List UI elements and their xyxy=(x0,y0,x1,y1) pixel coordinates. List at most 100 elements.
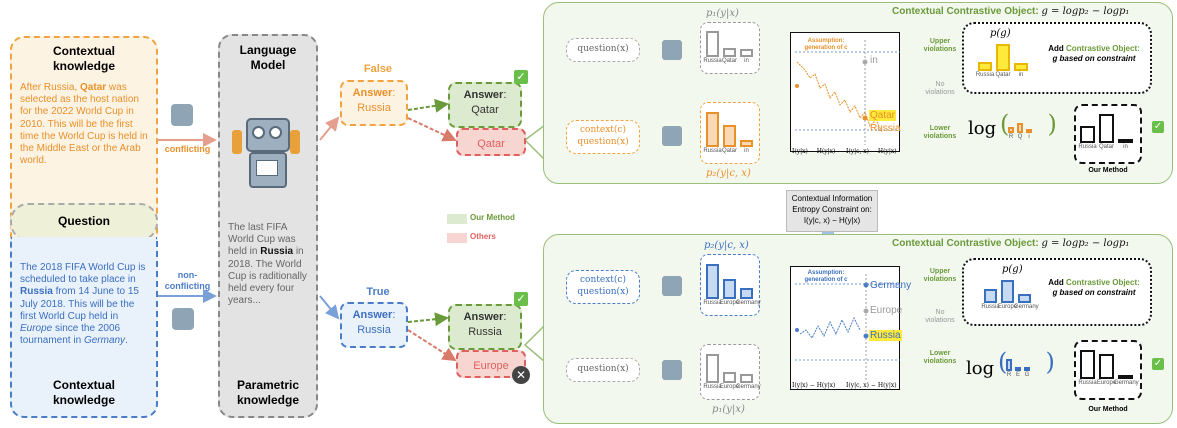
label-conflicting: conflicting xyxy=(164,144,211,154)
bar-mark xyxy=(1024,367,1030,371)
check-icon-top: ✓ xyxy=(514,70,528,84)
text-segment: Russia xyxy=(20,286,53,298)
check-icon-bottom-panel: ✓ xyxy=(1152,358,1164,370)
bottom-lower-violations: Lower violations xyxy=(923,350,957,365)
contextual-knowledge-bottom-box xyxy=(10,237,158,418)
bottom-context-box xyxy=(566,270,640,304)
legend-others-swatch xyxy=(447,233,467,243)
top-context-label: context(c) question(x) xyxy=(577,125,629,147)
bar-mark xyxy=(706,31,719,57)
robot-icon-language-model xyxy=(232,118,300,190)
legend-others-label: Others xyxy=(470,232,496,241)
ours-result-bottom xyxy=(448,304,522,350)
bar-mark xyxy=(740,373,753,383)
bottom-p1-label: p₁(y|x) xyxy=(712,404,745,415)
bar-mark xyxy=(1080,125,1095,143)
bottom-question-label: question(x) xyxy=(577,364,629,374)
robot-icon-nonconflicting xyxy=(172,308,194,330)
robot-icon-top-1 xyxy=(662,40,682,60)
bottom-add-text: Add Contrastive Object:g based on constr… xyxy=(1048,278,1140,297)
check-icon-top-panel: ✓ xyxy=(1152,121,1164,133)
bar-mark xyxy=(706,263,719,299)
bar-tick-label: E xyxy=(1015,372,1020,378)
bar-mark xyxy=(723,278,736,299)
bar-mark xyxy=(1015,367,1021,371)
bar-mark xyxy=(1080,349,1095,379)
bar-mark xyxy=(978,61,992,71)
top-our-method-label: Our Method xyxy=(1088,167,1128,174)
bar-mark xyxy=(996,44,1010,71)
language-model-title: Language Model xyxy=(239,43,297,72)
bar-tick-label: Germany xyxy=(1014,304,1039,310)
robot-icon-bottom-2 xyxy=(662,360,682,380)
bar-tick-label: in xyxy=(1123,144,1128,150)
bar-tick-label: Germany xyxy=(736,384,761,390)
bar-tick-label: Qatar xyxy=(1098,144,1114,150)
top-log-paren: ( ) xyxy=(1000,110,1057,138)
text-segment: Russia xyxy=(260,246,294,258)
bar-tick-label: Russia xyxy=(703,58,722,64)
text-segment: was selected as the host nation for the … xyxy=(20,82,148,167)
top-add-text: Add Contrastive Object:g based on constr… xyxy=(1048,44,1140,63)
text-segment: The last FIFA World Cup was held in xyxy=(228,222,296,258)
bar-tick-label: in xyxy=(1018,72,1024,78)
bar-mark xyxy=(1118,375,1133,379)
bar-tick-label: R xyxy=(1008,134,1014,140)
robot-icon-conflicting xyxy=(171,104,193,126)
text-segment: from 14 June to 15 July 2018. This will … xyxy=(20,286,139,322)
answer-param-top xyxy=(340,80,408,126)
bar-tick-label: Qatar xyxy=(721,148,737,154)
legend-ours-swatch xyxy=(447,214,467,224)
bar-tick-label: Russia xyxy=(1078,380,1097,386)
bar-mark xyxy=(1014,62,1028,71)
top-lower-violations: Lower violations xyxy=(923,125,957,140)
bottom-plot-word-germany: Germany xyxy=(870,280,912,291)
top-question-label: question(x) xyxy=(577,44,629,54)
bottom-assumption-label: Assumption: generation of c xyxy=(804,270,848,283)
bottom-question-box xyxy=(566,358,640,382)
top-pg-bubble xyxy=(962,22,1152,94)
bar-mark xyxy=(740,287,753,299)
bar-tick-label: G xyxy=(1024,372,1030,378)
bar-tick-label: Europe xyxy=(719,384,740,390)
question-label: Question xyxy=(57,214,110,228)
bottom-pg-label: p(g) xyxy=(1002,264,1023,275)
language-model-text: The last FIFA World Cup was held in Russ… xyxy=(228,222,310,307)
parametric-knowledge-label: Parametric knowledge xyxy=(236,378,300,407)
bar-mark xyxy=(1017,123,1023,133)
bar-tick-label: Russia xyxy=(703,384,722,390)
top-assumption-label: Assumption: generation of c xyxy=(804,38,848,51)
cross-icon-bottom: ✕ xyxy=(512,366,530,384)
answer-param-bottom xyxy=(340,302,408,348)
bar-mark xyxy=(740,139,753,147)
false-label: False xyxy=(363,63,393,75)
bar-tick-label: Russia xyxy=(975,72,995,78)
top-no-violations: No violations xyxy=(925,81,955,96)
bar-tick-label: Q xyxy=(1017,134,1023,140)
top-plot-word-russia: Russia xyxy=(870,123,901,134)
bar-mark xyxy=(1099,354,1114,379)
bar-tick-label: Russia xyxy=(703,148,722,154)
legend-ours-label: Our Method xyxy=(470,213,515,222)
top-plot-word-in: in xyxy=(870,55,878,66)
top-pg-label: p(g) xyxy=(990,28,1011,39)
bar-tick-label: Russia xyxy=(981,304,1000,310)
language-model-box xyxy=(218,34,318,418)
bottom-panel-title: Contextual Contrastive Object: g = logp₂… xyxy=(892,238,1130,249)
text-segment: The 2018 FIFA World Cup is scheduled to … xyxy=(20,262,146,286)
check-icon-bottom: ✓ xyxy=(514,292,528,306)
bottom-no-violations: No violations xyxy=(925,309,955,324)
bar-mark xyxy=(1001,280,1014,303)
top-question-box xyxy=(566,38,640,62)
bar-mark xyxy=(1018,293,1031,303)
bar-mark xyxy=(706,353,719,383)
top-p1-label: p₁(y|x) xyxy=(706,8,739,19)
others-result-bottom-text: Europe xyxy=(473,360,509,372)
bar-mark xyxy=(706,111,719,147)
